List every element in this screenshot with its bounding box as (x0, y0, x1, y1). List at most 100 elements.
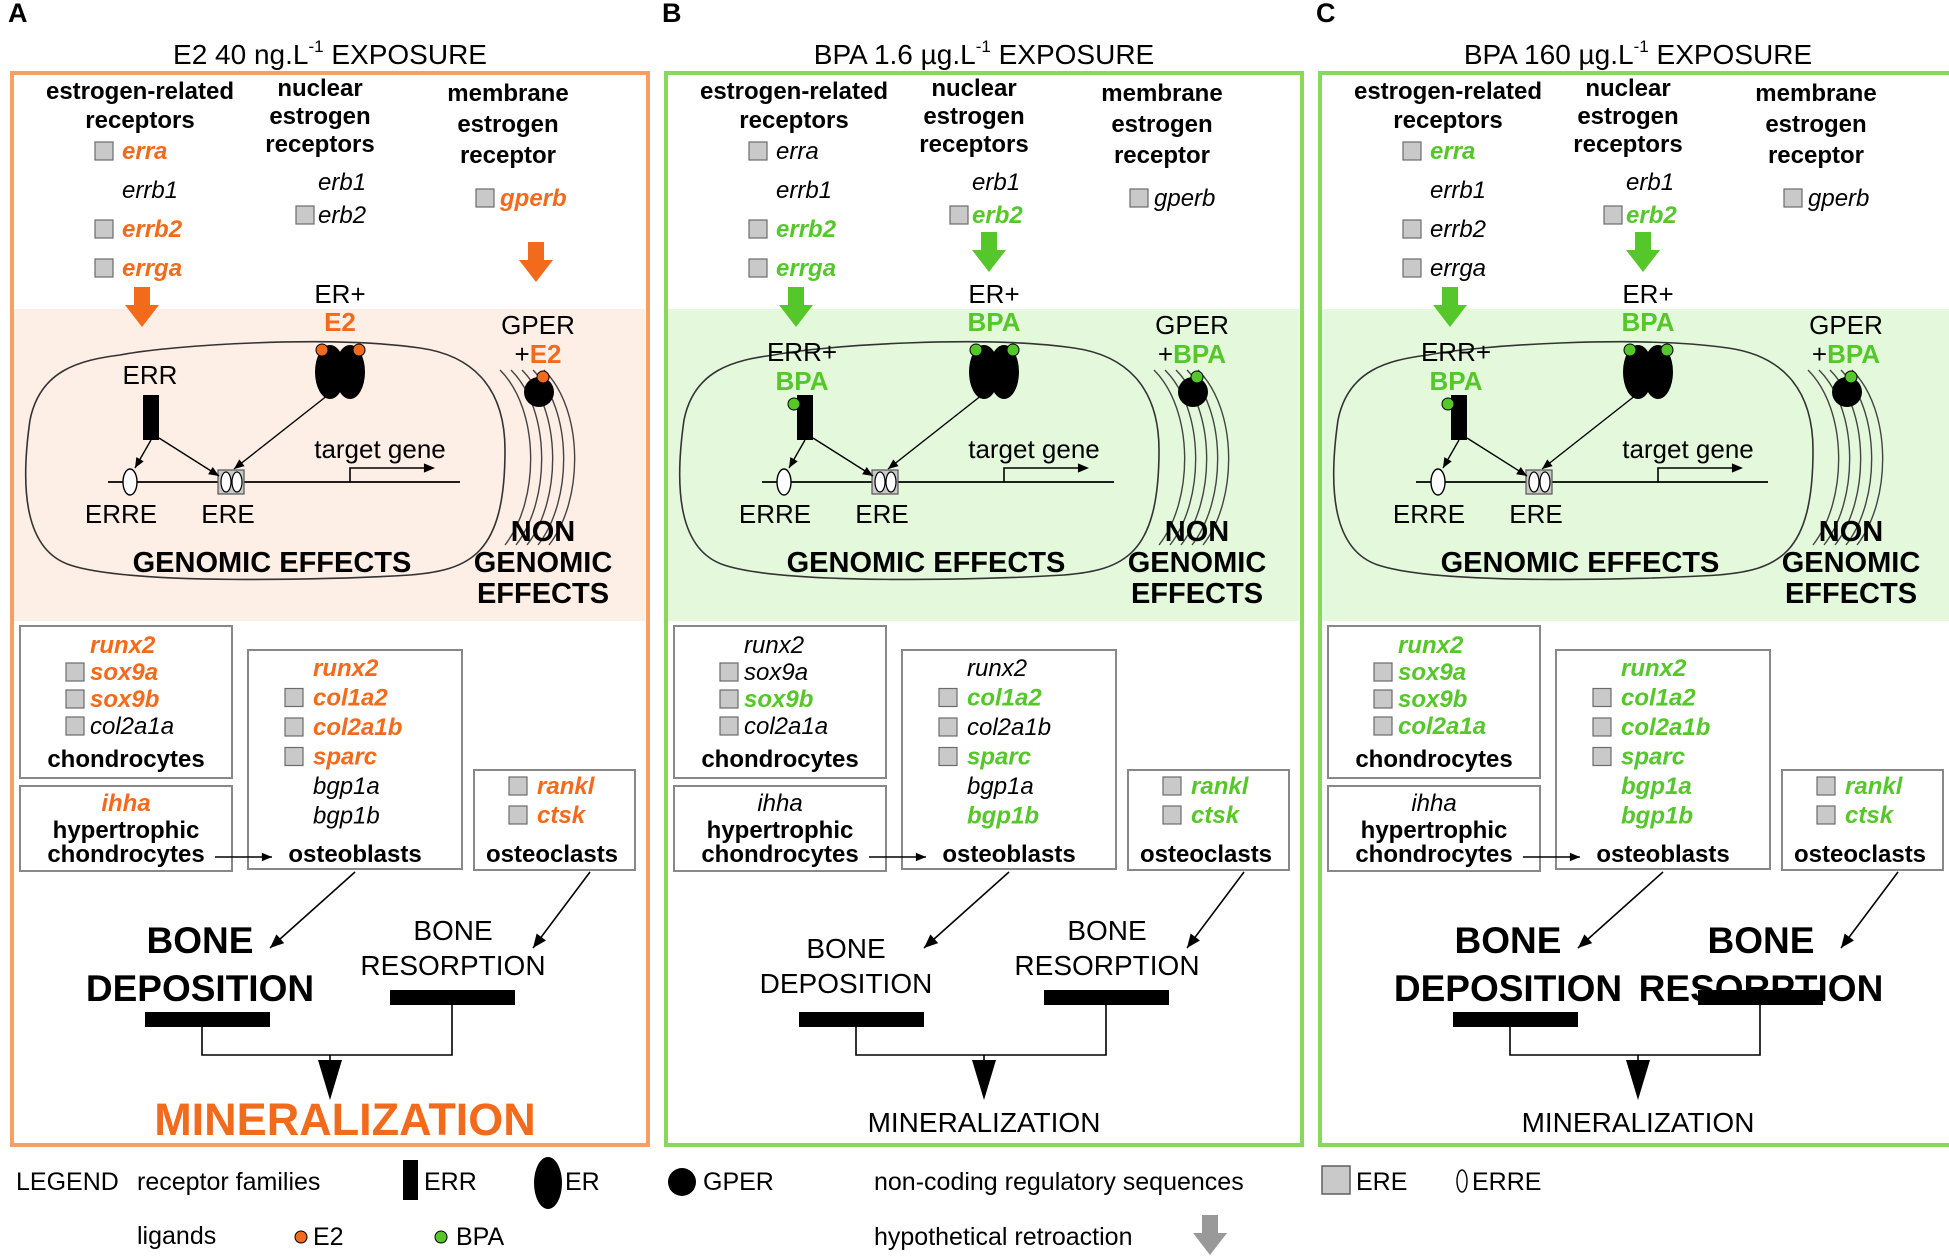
osteoclast-to-resorption-arrow-line (1186, 871, 1245, 949)
upregulation-arrow-err (779, 287, 813, 327)
endoplasmic-membrane (1153, 369, 1186, 546)
gene-box-marker (1592, 746, 1612, 767)
gene-sox9a: sox9a (1398, 659, 1466, 686)
gper-label: GPER (501, 310, 575, 340)
er-to-ere-arrow-head (888, 459, 899, 469)
transcription-start-head (1731, 463, 1743, 473)
balance-bracket (1509, 1005, 1761, 1056)
gene-bgp1b-osteoblast: bgp1b (967, 803, 1039, 830)
gene-box-marker (1816, 805, 1836, 825)
header-estrogen-related-receptors: receptors (85, 107, 194, 134)
gene-runx2-osteoblast: runx2 (313, 655, 379, 682)
ligand-dot (1623, 343, 1637, 357)
ere-half-site (1539, 471, 1551, 493)
er-ligand-label: E2 (324, 307, 356, 337)
gene-bgp1a-osteoblast: bgp1a (967, 773, 1034, 800)
resorption-bar (1698, 990, 1823, 1005)
gene-sox9b: sox9b (744, 686, 813, 713)
header-membrane-estrogen-receptor: receptor (1768, 142, 1864, 169)
mineralization-label: MINERALIZATION (154, 1094, 536, 1145)
ere-half-site (231, 471, 243, 493)
header-nuclear-estrogen-receptors: nuclear (931, 75, 1016, 102)
err-label: ERR (123, 360, 178, 390)
gene-bgp1b-osteoblast: bgp1b (313, 803, 380, 830)
legend-err-symbol (403, 1160, 418, 1200)
osteoblast-to-deposition-arrow-line (269, 871, 356, 949)
erre-label: ERRE (1393, 499, 1465, 529)
ligand-dot (1006, 343, 1020, 357)
header-nuclear-estrogen-receptors: estrogen (1577, 103, 1678, 130)
ligand-dot (969, 343, 983, 357)
osteoblasts-box (901, 649, 1117, 870)
ligand-dot (1190, 370, 1204, 384)
header-nuclear-estrogen-receptors: nuclear (277, 75, 362, 102)
non-genomic-effects-label: GENOMIC (474, 547, 613, 579)
err-ligand-label: BPA (1430, 366, 1483, 396)
osteoclast-to-resorption-arrow-head (533, 933, 546, 948)
ere-label: ERE (855, 499, 908, 529)
gene-ctsk: ctsk (537, 802, 587, 829)
gper-ligand: BPA (1827, 339, 1880, 369)
er-receptor-right (989, 345, 1019, 399)
gene-box-marker (508, 805, 528, 825)
erre-element (1430, 468, 1446, 496)
gene-rankl: rankl (537, 773, 596, 800)
bone-deposition-label: DEPOSITION (86, 968, 314, 1009)
legend-ere-symbol (1321, 1165, 1351, 1195)
gene-box-marker (719, 716, 739, 736)
osteoclasts-label: osteoclasts (486, 841, 618, 868)
header-membrane-estrogen-receptor: estrogen (1111, 111, 1212, 138)
target-gene-label: target gene (1622, 434, 1754, 464)
gene-errb1: errb1 (122, 177, 178, 204)
hypertrophic-label: hypertrophic (53, 817, 200, 844)
gene-ihha: ihha (101, 790, 150, 817)
osteoclast-to-resorption-arrow-head (1187, 933, 1200, 948)
legend-erre-label: ERRE (1472, 1168, 1541, 1196)
gene-box-marker (1129, 188, 1149, 208)
erre-label: ERRE (739, 499, 811, 529)
gene-box-marker (284, 746, 304, 767)
osteoclasts-box (473, 769, 636, 871)
cell-outline (24, 341, 506, 581)
osteoclasts-box (1781, 769, 1944, 871)
legend-erre-symbol (1456, 1169, 1468, 1193)
gene-col1a2-osteoblast: col1a2 (967, 685, 1042, 712)
genomic-effects-label: GENOMIC EFFECTS (787, 547, 1066, 579)
header-membrane-estrogen-receptor: receptor (1114, 142, 1210, 169)
osteoblasts-box (247, 649, 463, 870)
osteoclasts-label: osteoclasts (1794, 841, 1926, 868)
gene-box-marker (284, 687, 304, 708)
balance-bracket (201, 1005, 453, 1056)
non-genomic-effects-label: EFFECTS (1131, 578, 1263, 610)
gper-ligand-label: +BPA (1158, 339, 1226, 369)
gene-box-marker (1402, 258, 1422, 278)
gene-errb2: errb2 (122, 216, 183, 243)
hypertrophic-label: hypertrophic (707, 817, 854, 844)
bone-resorption-label: RESORPTION (360, 950, 545, 981)
err-to-ere-arrow-head (208, 466, 219, 476)
erre-label: ERRE (85, 499, 157, 529)
osteoclast-to-resorption-arrow-line (532, 871, 591, 949)
legend-title: LEGEND (16, 1168, 119, 1196)
gene-box-marker (949, 205, 969, 225)
gene-box-marker (1162, 805, 1182, 825)
hypertrophic-label: chondrocytes (701, 841, 858, 868)
header-membrane-estrogen-receptor: membrane (447, 80, 568, 107)
gene-box-marker (1373, 716, 1393, 736)
gene-box-marker (1373, 689, 1393, 709)
mineralization-label: MINERALIZATION (1522, 1107, 1755, 1138)
header-membrane-estrogen-receptor: estrogen (457, 111, 558, 138)
endoplasmic-membrane (543, 369, 576, 546)
header-estrogen-related-receptors: estrogen-related (700, 78, 888, 105)
header-nuclear-estrogen-receptors: receptors (919, 131, 1028, 158)
gene-box-marker (1603, 205, 1623, 225)
ere-label: ERE (201, 499, 254, 529)
legend-ligands: ligands (137, 1222, 216, 1250)
gene-rankl: rankl (1191, 773, 1250, 800)
gene-errga: errga (122, 255, 182, 282)
gene-box-marker (719, 662, 739, 682)
gene-sox9b: sox9b (90, 686, 159, 713)
gper-receptor (1178, 377, 1208, 407)
osteoblast-to-deposition-arrow-head (924, 934, 939, 948)
